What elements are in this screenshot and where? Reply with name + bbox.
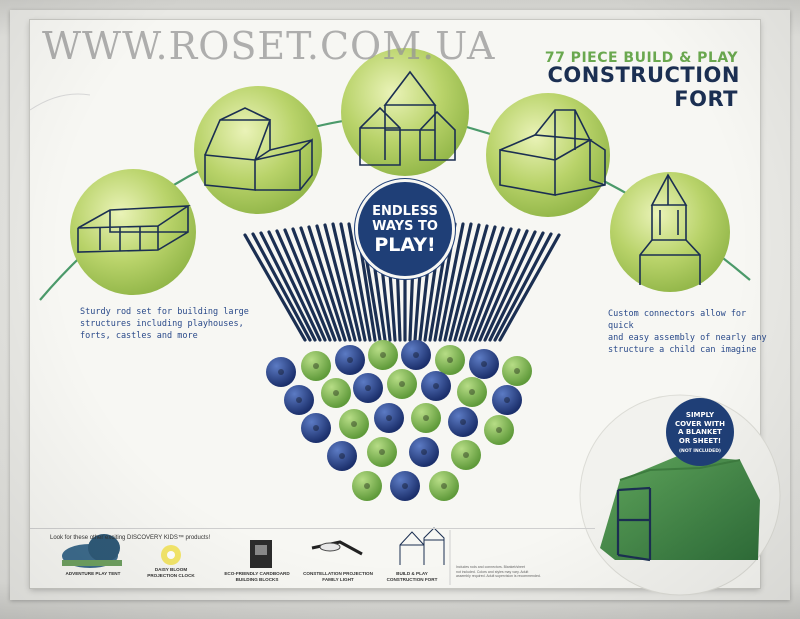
product-label-tent: ADVENTURE PLAY TENT — [65, 571, 121, 576]
connector — [401, 340, 431, 370]
cover-badge-note: (NOT INCLUDED) — [679, 449, 721, 454]
connector — [374, 403, 404, 433]
connectors-description: Custom connectors allow for quick and ea… — [608, 309, 767, 355]
connector — [484, 415, 514, 445]
watermark-text: WWW.ROSET.COM.UA — [42, 24, 496, 68]
product-title-line2: FORT — [674, 87, 738, 111]
blanket-fort-photo — [579, 394, 781, 596]
circle-5 — [610, 172, 730, 292]
connector — [409, 437, 439, 467]
badge-line2: WAYS TO — [372, 219, 438, 234]
thumb-fort — [399, 527, 445, 565]
connector — [339, 409, 369, 439]
connector — [387, 369, 417, 399]
connector — [327, 441, 357, 471]
connector — [335, 345, 365, 375]
connector — [284, 385, 314, 415]
arc-line-left-top — [29, 93, 91, 111]
circle-4 — [486, 93, 610, 217]
connector — [353, 373, 383, 403]
connector — [451, 440, 481, 470]
connector — [352, 471, 382, 501]
product-subtitle: 77 PIECE BUILD & PLAY — [544, 50, 738, 66]
product-label-blocks: ECO-FRIENDLY CARDBOARD BUILDING BLOCKS — [224, 571, 290, 582]
connector — [367, 437, 397, 467]
product-label-fort: BUILD & PLAY CONSTRUCTION FORT — [386, 571, 438, 582]
footer-thumbnails — [62, 527, 451, 585]
badge-line3: PLAY! — [374, 234, 436, 256]
cover-badge-text: SIMPLY COVER WITH A BLANKET OR SHEET! — [675, 411, 725, 445]
connector — [492, 385, 522, 415]
thumb-tent — [62, 534, 122, 568]
connector — [457, 377, 487, 407]
connector — [421, 371, 451, 401]
connector — [502, 356, 532, 386]
circle-1 — [70, 169, 196, 295]
rods-description: Sturdy rod set for building large struct… — [80, 307, 249, 341]
footer-strip — [30, 528, 595, 589]
endless-ways-badge: ENDLESS WAYS TO PLAY! — [358, 182, 452, 276]
connector — [301, 413, 331, 443]
product-title-line1: CONSTRUCTION — [547, 63, 740, 87]
connectors — [266, 340, 532, 501]
footer-heading: Look for these other exciting DISCOVERY … — [50, 535, 211, 541]
thumb-light — [311, 540, 363, 556]
connector — [469, 349, 499, 379]
connector — [448, 407, 478, 437]
connector — [368, 340, 398, 370]
thumb-blocks — [250, 540, 272, 568]
connector — [435, 345, 465, 375]
product-label-clock: DAISY BLOOM PROJECTION CLOCK — [147, 567, 195, 578]
thumb-clock — [161, 545, 181, 565]
rod-bundle — [243, 222, 561, 342]
connector — [411, 403, 441, 433]
cover-badge: SIMPLY COVER WITH A BLANKET OR SHEET! (N… — [666, 398, 734, 466]
connector — [429, 471, 459, 501]
connector — [301, 351, 331, 381]
connector — [390, 471, 420, 501]
connector — [266, 357, 296, 387]
circle-2 — [194, 86, 322, 214]
circle-3 — [341, 48, 469, 176]
badge-line1: ENDLESS — [372, 204, 438, 219]
connector — [321, 378, 351, 408]
product-label-light: CONSTELLATION PROJECTION FAMILY LIGHT — [303, 571, 373, 582]
fine-print: Includes rods and connectors. Blanket/sh… — [456, 565, 541, 578]
